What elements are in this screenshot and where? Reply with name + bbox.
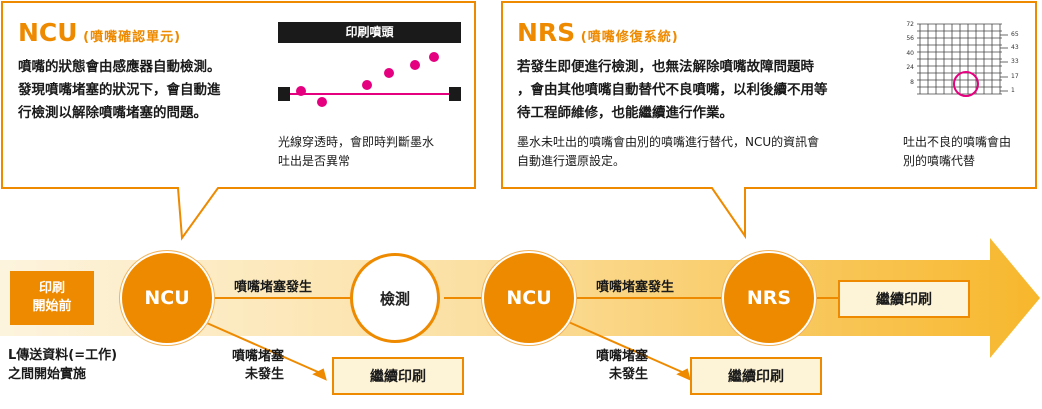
no-clog-label-1: 噴嘴堵塞 未發生 — [192, 348, 284, 384]
ncu-panel-title: NCU (噴嘴確認單元) — [18, 18, 181, 47]
start-note-line: 之間開始實施 — [8, 367, 87, 382]
branch-arrowhead-2 — [676, 368, 691, 381]
nrs-node: NRS — [722, 251, 816, 345]
nrs-desc-line: ，會由其他噴嘴自動替代不良噴嘴，以利後續不用等 — [517, 82, 828, 98]
grid-left-tick: 8 — [910, 79, 914, 86]
ncu-callout-frame — [1, 1, 476, 241]
grid-left-tick: 40 — [906, 50, 914, 57]
nrs-desc-line: 待工程師維修，也能繼續進行作業。 — [517, 105, 733, 121]
nrs-description: 若發生即便進行檢測，也無法解除噴嘴故障問題時 ，會由其他噴嘴自動替代不良噴嘴，以… — [517, 56, 887, 125]
grid-caption: 吐出不良的噴嘴會由 別的噴嘴代替 — [903, 133, 1031, 171]
print-head-caption: 光線穿透時，會即時判斷墨水 吐出是否異常 — [278, 133, 468, 171]
grid-right-tick: 33 — [1011, 58, 1019, 65]
nrs-panel-title: NRS (噴嘴修復系統) — [517, 18, 679, 47]
clog-label-2: 噴嘴堵塞發生 — [596, 280, 675, 295]
branch-ncu1-continue — [199, 319, 319, 373]
ncu-desc-line: 行檢測以解除噴嘴堵塞的問題。 — [18, 105, 207, 121]
grid-left-tick: 24 — [906, 64, 914, 71]
no-clog-line: 未發生 — [244, 367, 284, 382]
no-clog-label-2: 噴嘴堵塞 未發生 — [556, 348, 648, 384]
continue-print-box-1: 繼續印刷 — [332, 357, 464, 395]
branch-arrowhead-1 — [312, 368, 327, 381]
no-clog-line: 未發生 — [608, 367, 648, 382]
grid-right-tick: 1 — [1011, 87, 1015, 94]
caption-line: 吐出是否異常 — [278, 154, 351, 168]
nrs-note-line: 墨水未吐出的噴嘴會由別的噴嘴進行替代，NCU的資訊會 — [517, 135, 820, 149]
print-start-box: 印刷 開始前 — [10, 271, 94, 325]
defective-nozzle-marker — [953, 71, 979, 97]
grid-left-tick: 72 — [906, 21, 914, 28]
nrs-callout-frame — [501, 1, 1037, 240]
branch-ncu2-continue — [563, 319, 683, 373]
nrs-note-line: 自動進行還原設定。 — [517, 154, 626, 168]
inspect-node: 檢測 — [350, 253, 440, 343]
continue-print-box-2: 繼續印刷 — [690, 357, 822, 395]
grid-right-tick: 65 — [1011, 31, 1019, 38]
start-note: L傳送資料(=工作) 之間開始實施 — [8, 346, 117, 384]
start-line: 印刷 — [38, 281, 65, 296]
nrs-desc-line: 若發生即便進行檢測，也無法解除噴嘴故障問題時 — [517, 59, 814, 75]
print-head-diagram — [278, 52, 461, 107]
grid-right-tick: 43 — [1011, 44, 1019, 51]
start-note-line: L傳送資料(=工作) — [8, 348, 118, 363]
caption-line: 吐出不良的噴嘴會由 — [903, 135, 1012, 149]
grid-left-tick: 56 — [906, 35, 914, 42]
print-head-label: 印刷噴頭 — [278, 22, 461, 43]
continue-print-box-main: 繼續印刷 — [838, 280, 970, 318]
caption-line: 光線穿透時，會即時判斷墨水 — [278, 135, 435, 149]
ncu-node-2: NCU — [482, 251, 576, 345]
ncu-desc-line: 發現噴嘴堵塞的狀況下，會自動進 — [18, 82, 221, 98]
caption-line: 別的噴嘴代替 — [903, 154, 976, 168]
ncu-description: 噴嘴的狀態會由感應器自動檢測。 發現噴嘴堵塞的狀況下，會自動進 行檢測以解除噴嘴… — [18, 56, 268, 125]
no-clog-line: 噴嘴堵塞 — [595, 349, 648, 364]
ncu-subtitle-text: (噴嘴確認單元) — [83, 30, 182, 45]
grid-right-tick: 17 — [1011, 73, 1019, 80]
nrs-note: 墨水未吐出的噴嘴會由別的噴嘴進行替代，NCU的資訊會 自動進行還原設定。 — [517, 133, 897, 171]
nrs-title-text: NRS — [517, 18, 576, 47]
nrs-subtitle-text: (噴嘴修復系統) — [580, 30, 679, 45]
ncu-desc-line: 噴嘴的狀態會由感應器自動檢測。 — [18, 59, 221, 75]
ncu-node-1: NCU — [120, 251, 214, 345]
no-clog-line: 噴嘴堵塞 — [231, 349, 284, 364]
start-line: 開始前 — [32, 299, 72, 314]
clog-label-1: 噴嘴堵塞發生 — [234, 280, 313, 295]
ncu-title-text: NCU — [18, 18, 78, 47]
